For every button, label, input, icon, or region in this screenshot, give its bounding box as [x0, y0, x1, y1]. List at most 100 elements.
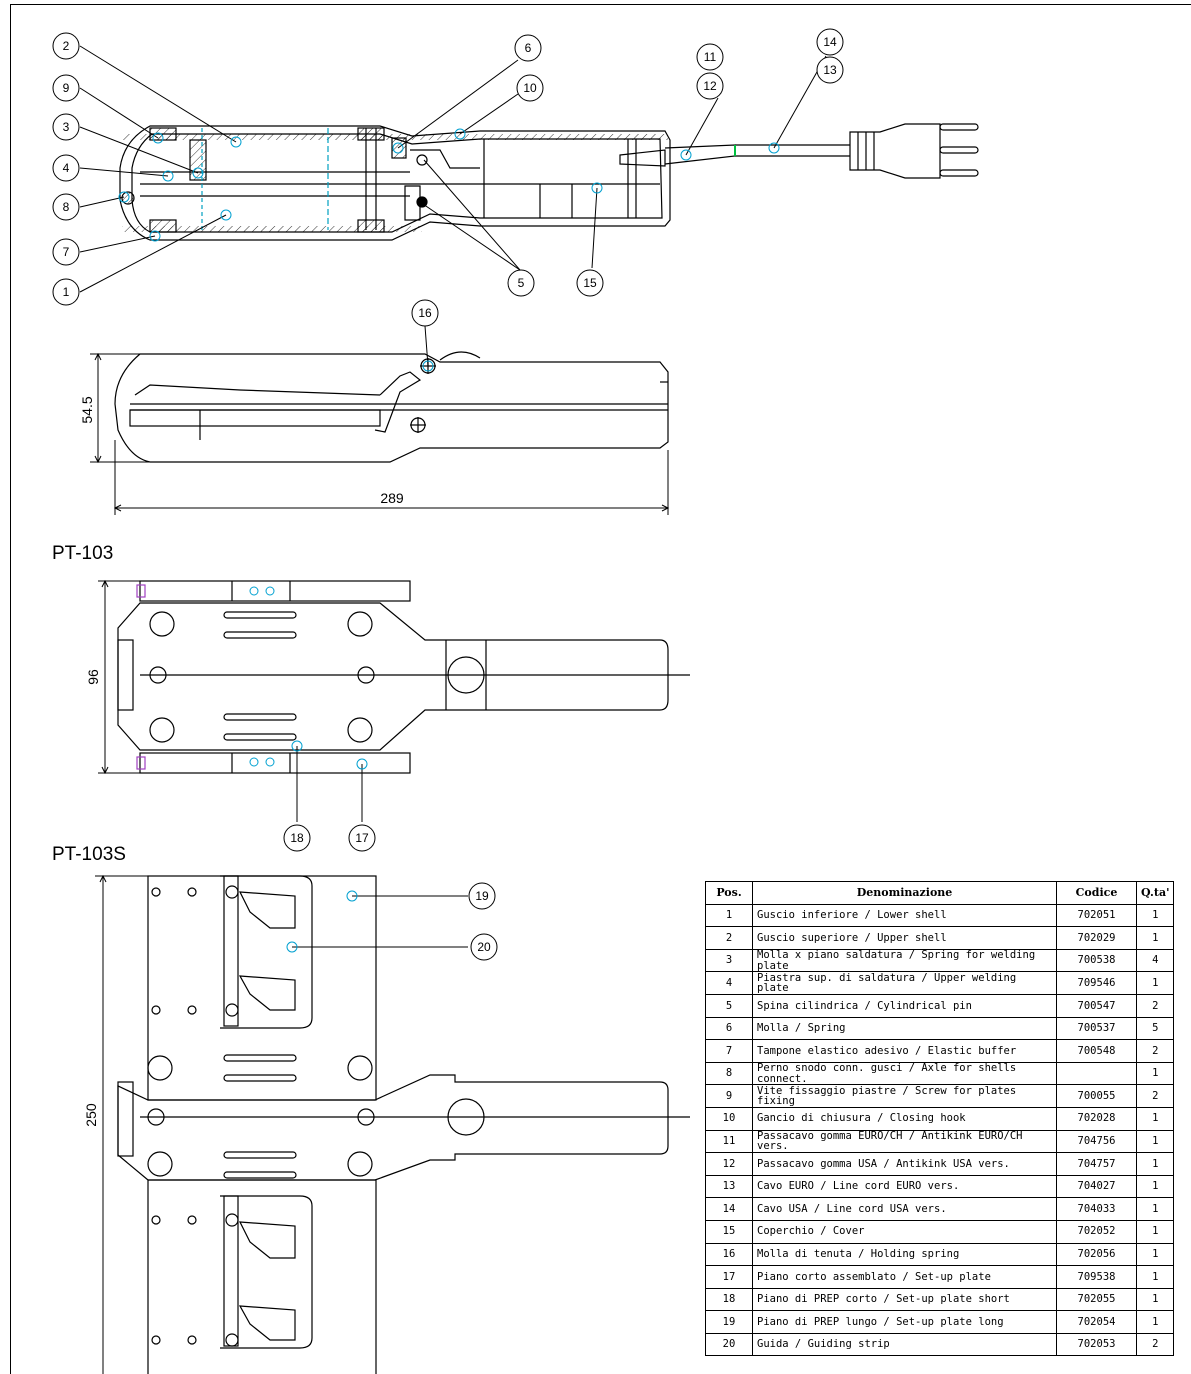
cell-pos: 16	[705, 1242, 753, 1267]
cell-quantita: 2	[1135, 1084, 1175, 1108]
callout-1: 1	[63, 285, 70, 299]
cell-quantita: 5	[1135, 1016, 1175, 1041]
cell-pos: 4	[705, 971, 753, 995]
cell-denominazione: Tampone elastico adesivo / Elastic buffe…	[752, 1039, 1057, 1063]
cell-quantita: 1	[1135, 1129, 1175, 1154]
callout-15-marker	[576, 269, 604, 297]
callout-19: 19	[475, 889, 489, 903]
cell-codice: 702028	[1056, 1106, 1137, 1131]
callout-13-marker	[816, 56, 844, 84]
cell-codice: 702052	[1056, 1219, 1137, 1244]
cell-codice: 704033	[1056, 1197, 1137, 1221]
callout-12: 12	[703, 79, 717, 93]
cell-codice: 709546	[1056, 971, 1137, 995]
cell-pos: 9	[705, 1084, 753, 1108]
cell-pos: 17	[705, 1265, 753, 1289]
cell-denominazione: Perno snodo conn. gusci / Axle for shell…	[752, 1061, 1057, 1086]
callout-18: 18	[290, 831, 304, 845]
cell-pos: 6	[705, 1016, 753, 1041]
cell-denominazione: Passacavo gomma EURO/CH / Antikink EURO/…	[752, 1129, 1057, 1154]
callout-16: 16	[418, 306, 432, 320]
dimension-height: 54.5	[79, 396, 95, 423]
callout-8-marker	[52, 193, 80, 221]
pt103-dimensions	[98, 579, 363, 822]
cell-pos: 13	[705, 1174, 753, 1199]
cell-pos: 10	[705, 1106, 753, 1131]
cell-quantita: 1	[1135, 1287, 1175, 1312]
drawing-frame-top	[10, 4, 1191, 5]
callout-5-marker	[507, 269, 535, 297]
callout-17-marker	[348, 824, 376, 852]
callout-11: 11	[704, 50, 717, 64]
dimension-width-pt103: 96	[85, 669, 101, 685]
cell-codice: 704756	[1056, 1129, 1137, 1154]
callout-13: 13	[823, 63, 837, 77]
cell-codice: 702054	[1056, 1310, 1137, 1334]
header-quantita: Q.ta'	[1135, 881, 1175, 905]
cell-quantita: 1	[1135, 1152, 1175, 1176]
cell-pos: 3	[705, 948, 753, 973]
cell-codice: 702055	[1056, 1287, 1137, 1312]
cell-quantita: 1	[1135, 1219, 1175, 1244]
cell-denominazione: Molla di tenuta / Holding spring	[752, 1242, 1057, 1267]
section-view	[119, 123, 979, 241]
cell-pos: 20	[705, 1332, 753, 1357]
callout-3-marker	[52, 113, 80, 141]
cell-quantita: 1	[1135, 1197, 1175, 1221]
callout-4: 4	[63, 161, 70, 175]
cell-codice: 702053	[1056, 1332, 1137, 1357]
cell-codice: 700537	[1056, 1016, 1137, 1041]
cell-codice: 709538	[1056, 1265, 1137, 1289]
cell-codice: 700548	[1056, 1039, 1137, 1063]
cell-denominazione: Gancio di chiusura / Closing hook	[752, 1106, 1057, 1131]
cell-denominazione: Cavo EURO / Line cord EURO vers.	[752, 1174, 1057, 1199]
callout-14: 14	[823, 35, 837, 49]
callout-2: 2	[63, 39, 70, 53]
cell-denominazione: Guida / Guiding strip	[752, 1332, 1057, 1357]
callout-18-marker	[283, 824, 311, 852]
callout-4-marker	[52, 154, 80, 182]
cell-pos: 5	[705, 993, 753, 1018]
header-codice: Codice	[1056, 881, 1137, 905]
cell-pos: 7	[705, 1039, 753, 1063]
cell-codice: 700538	[1056, 948, 1137, 973]
cell-quantita: 2	[1135, 993, 1175, 1018]
section-leaders	[79, 45, 827, 293]
cell-quantita: 1	[1135, 1174, 1175, 1199]
cell-denominazione: Vite fissaggio piastre / Screw for plate…	[752, 1084, 1057, 1108]
callout-6: 6	[525, 41, 532, 55]
cell-codice: 702029	[1056, 926, 1137, 950]
cell-denominazione: Piano di PREP corto / Set-up plate short	[752, 1287, 1057, 1312]
cell-codice: 704757	[1056, 1152, 1137, 1176]
drawing-frame-left	[10, 4, 11, 1374]
cell-codice	[1056, 1061, 1137, 1086]
callout-7-marker	[52, 238, 80, 266]
cell-denominazione: Piano di PREP lungo / Set-up plate long	[752, 1310, 1057, 1334]
header-denominazione: Denominazione	[752, 881, 1057, 905]
cell-pos: 2	[705, 926, 753, 950]
cell-denominazione: Spina cilindrica / Cylindrical pin	[752, 993, 1057, 1018]
cell-quantita: 1	[1135, 1106, 1175, 1131]
cell-pos: 8	[705, 1061, 753, 1086]
cell-pos: 15	[705, 1219, 753, 1244]
cell-denominazione: Molla x piano saldatura / Spring for wel…	[752, 948, 1057, 973]
side-view	[114, 351, 669, 463]
callout-20: 20	[477, 940, 491, 954]
callout-1-marker	[52, 278, 80, 306]
cell-pos: 1	[705, 903, 753, 928]
callout-11-marker	[696, 43, 724, 71]
pt103s-top-view	[117, 875, 690, 1374]
